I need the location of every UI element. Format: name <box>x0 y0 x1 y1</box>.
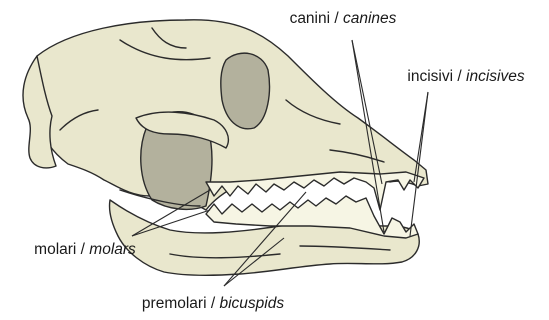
orbit <box>221 53 270 129</box>
label-molars: molari / molars <box>34 241 136 258</box>
skull-drawing <box>23 20 428 276</box>
label-incisives: incisivi / incisives <box>407 68 524 85</box>
label-canines: canini / canines <box>290 10 397 27</box>
label-bicuspids: premolari / bicuspids <box>142 295 284 312</box>
